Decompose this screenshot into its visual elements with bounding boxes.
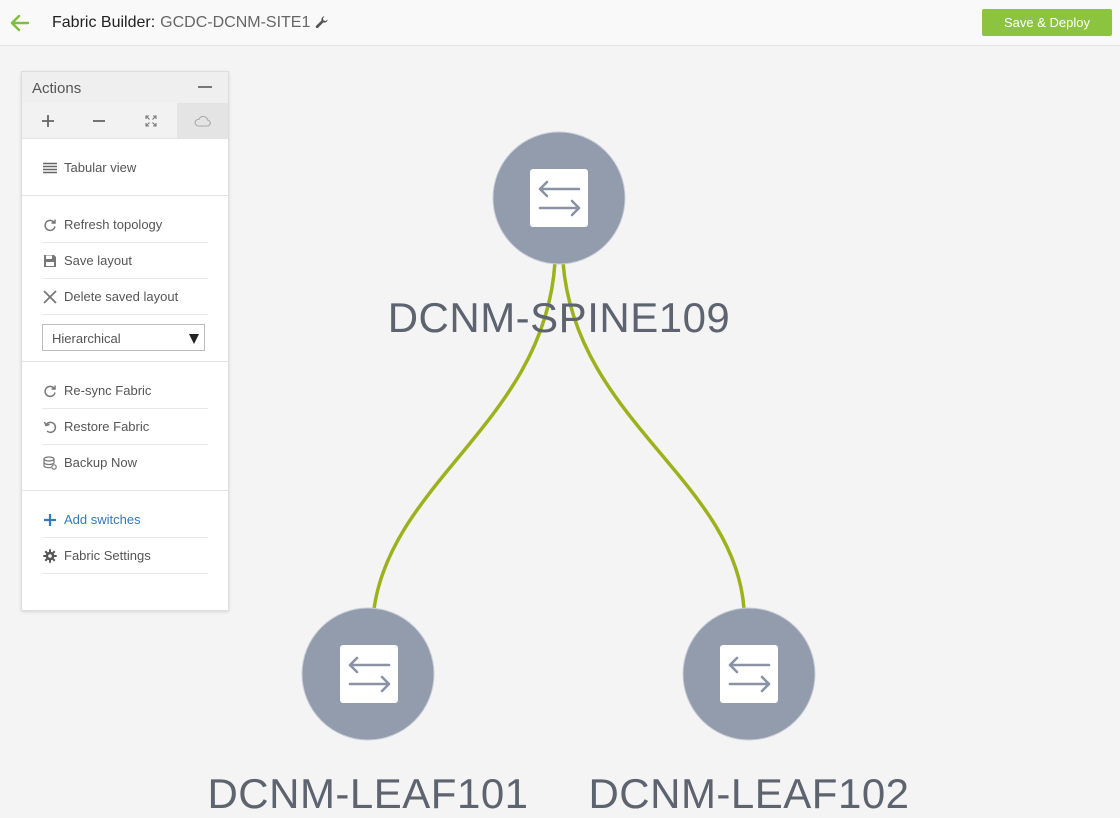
resync-fabric-label: Re-sync Fabric bbox=[64, 383, 152, 398]
switch-icon bbox=[728, 656, 771, 693]
undo-icon bbox=[42, 419, 58, 435]
node-label-leaf101[interactable]: DCNM-LEAF101 bbox=[207, 770, 529, 817]
fabric-section: Re-sync Fabric Restore Fabric Backup Now bbox=[22, 362, 228, 491]
collapse-icon[interactable] bbox=[198, 86, 212, 88]
fit-screen-button[interactable] bbox=[125, 103, 177, 138]
switch-section: Add switches bbox=[22, 491, 228, 574]
node-label-leaf102[interactable]: DCNM-LEAF102 bbox=[588, 770, 910, 817]
actions-panel-header: Actions bbox=[22, 72, 228, 103]
refresh-icon bbox=[42, 383, 58, 399]
fabric-settings-item[interactable]: Fabric Settings bbox=[42, 538, 208, 574]
node-leaf101[interactable] bbox=[301, 607, 435, 741]
save-layout-item[interactable]: Save layout bbox=[42, 243, 208, 279]
top-bar: Fabric Builder:GCDC-DCNM-SITE1 Save & De… bbox=[0, 0, 1120, 46]
wrench-icon[interactable] bbox=[315, 15, 329, 29]
node-spine109[interactable] bbox=[492, 131, 626, 265]
link-spine109-leaf102[interactable] bbox=[561, 261, 746, 610]
actions-panel: Actions Tabular view bbox=[21, 71, 229, 611]
actions-panel-title: Actions bbox=[32, 80, 82, 97]
layout-section: Refresh topology Save layout Delete save… bbox=[22, 196, 228, 362]
save-and-deploy-button[interactable]: Save & Deploy bbox=[982, 9, 1112, 36]
layout-select-value: Hierarchical bbox=[52, 331, 121, 346]
topology-canvas[interactable] bbox=[0, 46, 1120, 816]
cloud-icon bbox=[194, 115, 211, 127]
link-spine109-leaf101[interactable] bbox=[372, 261, 557, 610]
zoom-out-icon bbox=[93, 119, 106, 122]
layout-select-wrapper: Hierarchical bbox=[42, 315, 208, 361]
database-icon bbox=[42, 455, 58, 471]
refresh-icon bbox=[42, 217, 58, 233]
refresh-topology-label: Refresh topology bbox=[64, 217, 163, 232]
arrow-left-icon[interactable] bbox=[9, 12, 31, 34]
switch-icon bbox=[348, 656, 391, 693]
node-leaf102[interactable] bbox=[682, 607, 816, 741]
cloud-button[interactable] bbox=[176, 103, 228, 138]
zoom-in-button[interactable] bbox=[22, 103, 74, 138]
view-section: Tabular view bbox=[22, 139, 228, 196]
plus-icon bbox=[42, 512, 58, 528]
resync-fabric-item[interactable]: Re-sync Fabric bbox=[42, 373, 208, 409]
add-switches-label: Add switches bbox=[64, 512, 141, 527]
gear-icon bbox=[42, 548, 58, 564]
actions-toolbar bbox=[22, 103, 228, 139]
backup-now-item[interactable]: Backup Now bbox=[42, 445, 208, 480]
restore-fabric-label: Restore Fabric bbox=[64, 419, 150, 434]
x-icon bbox=[42, 289, 58, 305]
fit-screen-icon bbox=[145, 114, 157, 127]
list-icon bbox=[42, 160, 58, 176]
page-title: Fabric Builder:GCDC-DCNM-SITE1 bbox=[52, 14, 310, 32]
zoom-out-button[interactable] bbox=[74, 103, 126, 138]
save-layout-label: Save layout bbox=[64, 253, 132, 268]
delete-saved-layout-item[interactable]: Delete saved layout bbox=[42, 279, 208, 315]
layout-select[interactable]: Hierarchical bbox=[42, 324, 205, 351]
backup-now-label: Backup Now bbox=[64, 455, 137, 470]
node-label-spine109[interactable]: DCNM-SPINE109 bbox=[387, 294, 731, 341]
tabular-view-item[interactable]: Tabular view bbox=[42, 150, 208, 185]
caret-down-icon bbox=[189, 334, 199, 344]
page-title-label: Fabric Builder: bbox=[52, 14, 156, 31]
refresh-topology-item[interactable]: Refresh topology bbox=[42, 207, 208, 243]
restore-fabric-item[interactable]: Restore Fabric bbox=[42, 409, 208, 445]
switch-icon bbox=[538, 180, 581, 217]
delete-saved-layout-label: Delete saved layout bbox=[64, 289, 179, 304]
zoom-in-icon bbox=[41, 114, 54, 127]
add-switches-item[interactable]: Add switches bbox=[42, 502, 208, 538]
floppy-icon bbox=[42, 253, 58, 269]
tabular-view-label: Tabular view bbox=[64, 160, 137, 175]
fabric-name: GCDC-DCNM-SITE1 bbox=[160, 14, 311, 31]
fabric-settings-label: Fabric Settings bbox=[64, 548, 151, 563]
